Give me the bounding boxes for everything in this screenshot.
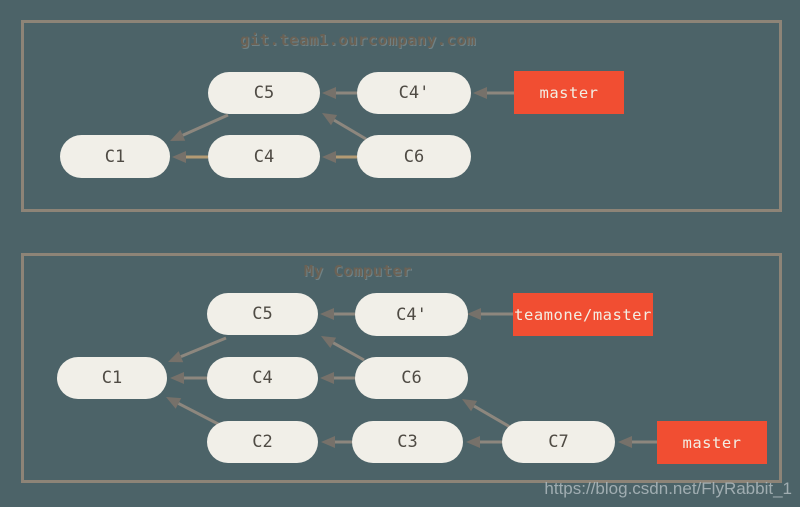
arrowhead-icon <box>168 351 184 363</box>
arrowhead-icon <box>172 151 186 163</box>
commit-node-c1: C1 <box>57 357 167 399</box>
branch-label-teamone-master: teamone/master <box>513 293 653 336</box>
commit-node-c7: C7 <box>502 421 615 463</box>
commit-node-c4: C4 <box>208 135 320 178</box>
branch-label-master: master <box>657 421 767 464</box>
arrowhead-icon <box>320 308 334 320</box>
arrow-c3-to-c2 <box>321 436 352 448</box>
panel-title-my-computer: My Computer <box>303 262 413 280</box>
arrowhead-icon <box>473 87 487 99</box>
arrowhead-icon <box>320 372 334 384</box>
commit-node-c6: C6 <box>357 135 471 178</box>
arrow-master-to-c4p <box>473 87 514 99</box>
arrowhead-icon <box>166 397 182 409</box>
arrow-c4p-to-c4 <box>322 87 357 99</box>
arrowhead-icon <box>170 372 184 384</box>
arrow-c6-to-c5 <box>321 336 365 362</box>
commit-node-c4p: C4' <box>357 72 471 114</box>
arrowhead-icon <box>466 436 480 448</box>
arrow-c6-to-c4 <box>320 372 355 384</box>
commit-node-c4: C4 <box>207 357 318 399</box>
arrow-c4-to-c1 <box>170 372 207 384</box>
arrow-c4p-to-c5 <box>320 308 355 320</box>
arrowhead-icon <box>322 151 336 163</box>
panel-frame-remote-server <box>21 20 782 212</box>
watermark-url: https://blog.csdn.net/FlyRabbit_1 <box>544 479 792 498</box>
arrow-c6-to-c5 <box>322 113 367 141</box>
commit-node-c6: C6 <box>355 357 468 399</box>
branch-label-master: master <box>514 71 624 114</box>
commit-node-c5: C5 <box>208 72 320 114</box>
arrow-c7-to-c3 <box>466 436 502 448</box>
arrow-teamone-master-to-c4p <box>467 308 513 320</box>
arrowhead-icon <box>322 87 336 99</box>
arrowhead-icon <box>467 308 481 320</box>
arrow-master-to-c7 <box>618 436 657 448</box>
arrowhead-icon <box>322 113 338 126</box>
commit-node-c1: C1 <box>60 135 170 178</box>
panel-frame-my-computer <box>21 253 782 483</box>
arrow-c5-to-c1 <box>168 336 227 363</box>
commit-node-c3: C3 <box>352 421 463 463</box>
arrowhead-icon <box>618 436 632 448</box>
arrow-c5-to-c1 <box>170 113 229 141</box>
arrowhead-icon <box>321 436 335 448</box>
commit-node-c5: C5 <box>207 293 318 335</box>
arrow-c6-to-c4 <box>322 151 357 163</box>
panel-title-remote-server: git.team1.ourcompany.com <box>240 31 476 49</box>
arrowhead-icon <box>170 129 186 141</box>
arrow-c7-to-c6 <box>462 399 511 429</box>
arrowhead-icon <box>462 399 478 412</box>
arrow-c4-to-c1 <box>172 151 208 163</box>
arrowhead-icon <box>321 336 337 349</box>
commit-node-c2: C2 <box>207 421 318 463</box>
commit-node-c4p: C4' <box>355 293 468 336</box>
